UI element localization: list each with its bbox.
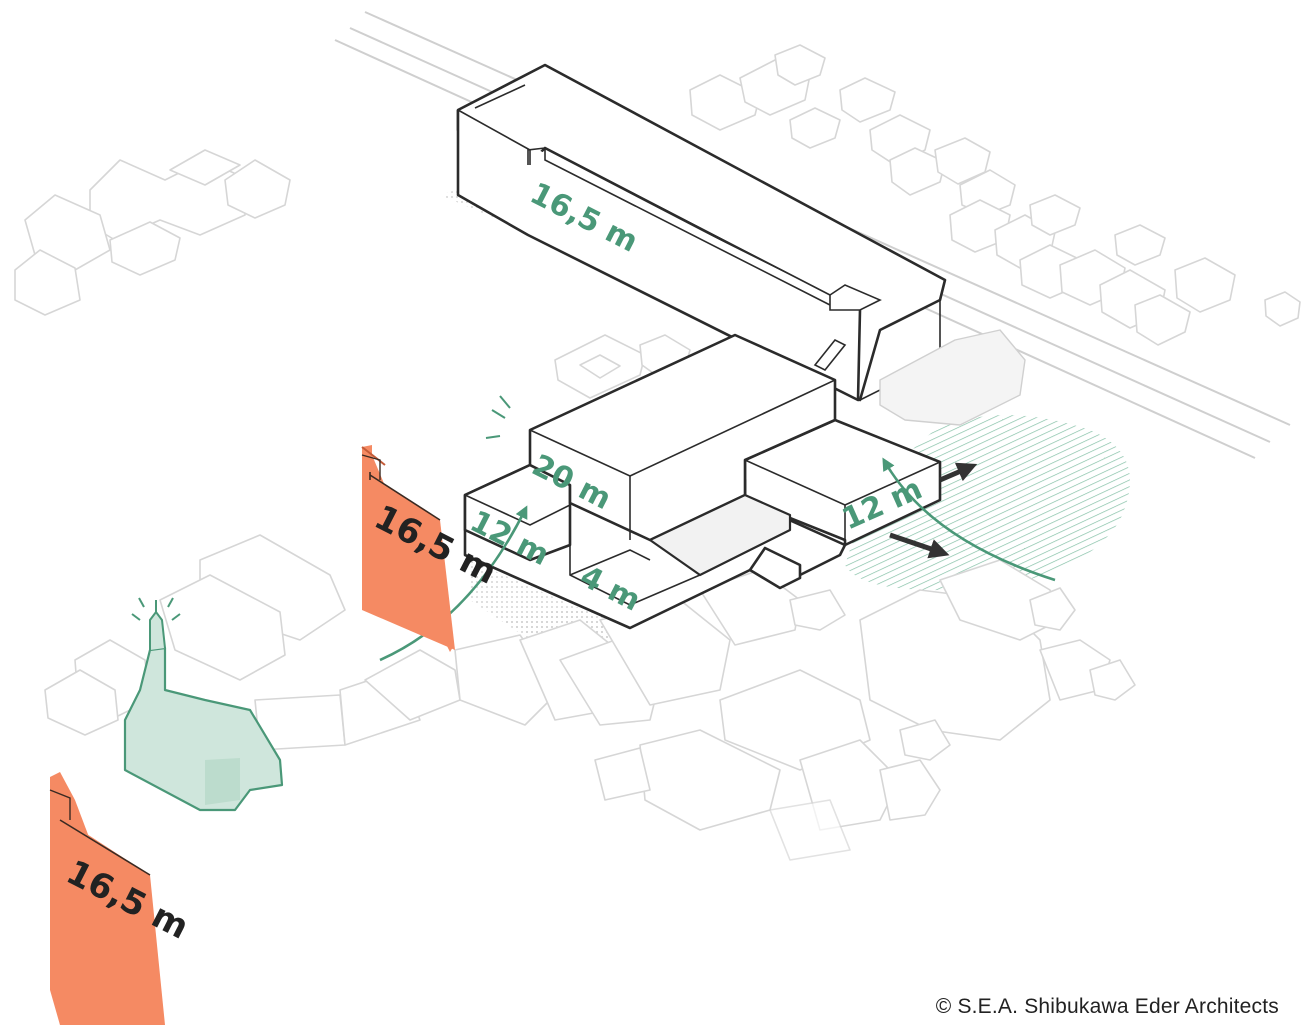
proposed-building: 20 m 12 m 12 m 4 m — [464, 335, 940, 628]
context-buildings-northwest — [15, 150, 290, 315]
image-credit: © S.E.A. Shibukawa Eder Architects — [936, 995, 1279, 1019]
height-sign-upper: 16,5 m — [362, 445, 503, 652]
height-sign-lower: 16,5 m — [50, 772, 195, 1025]
